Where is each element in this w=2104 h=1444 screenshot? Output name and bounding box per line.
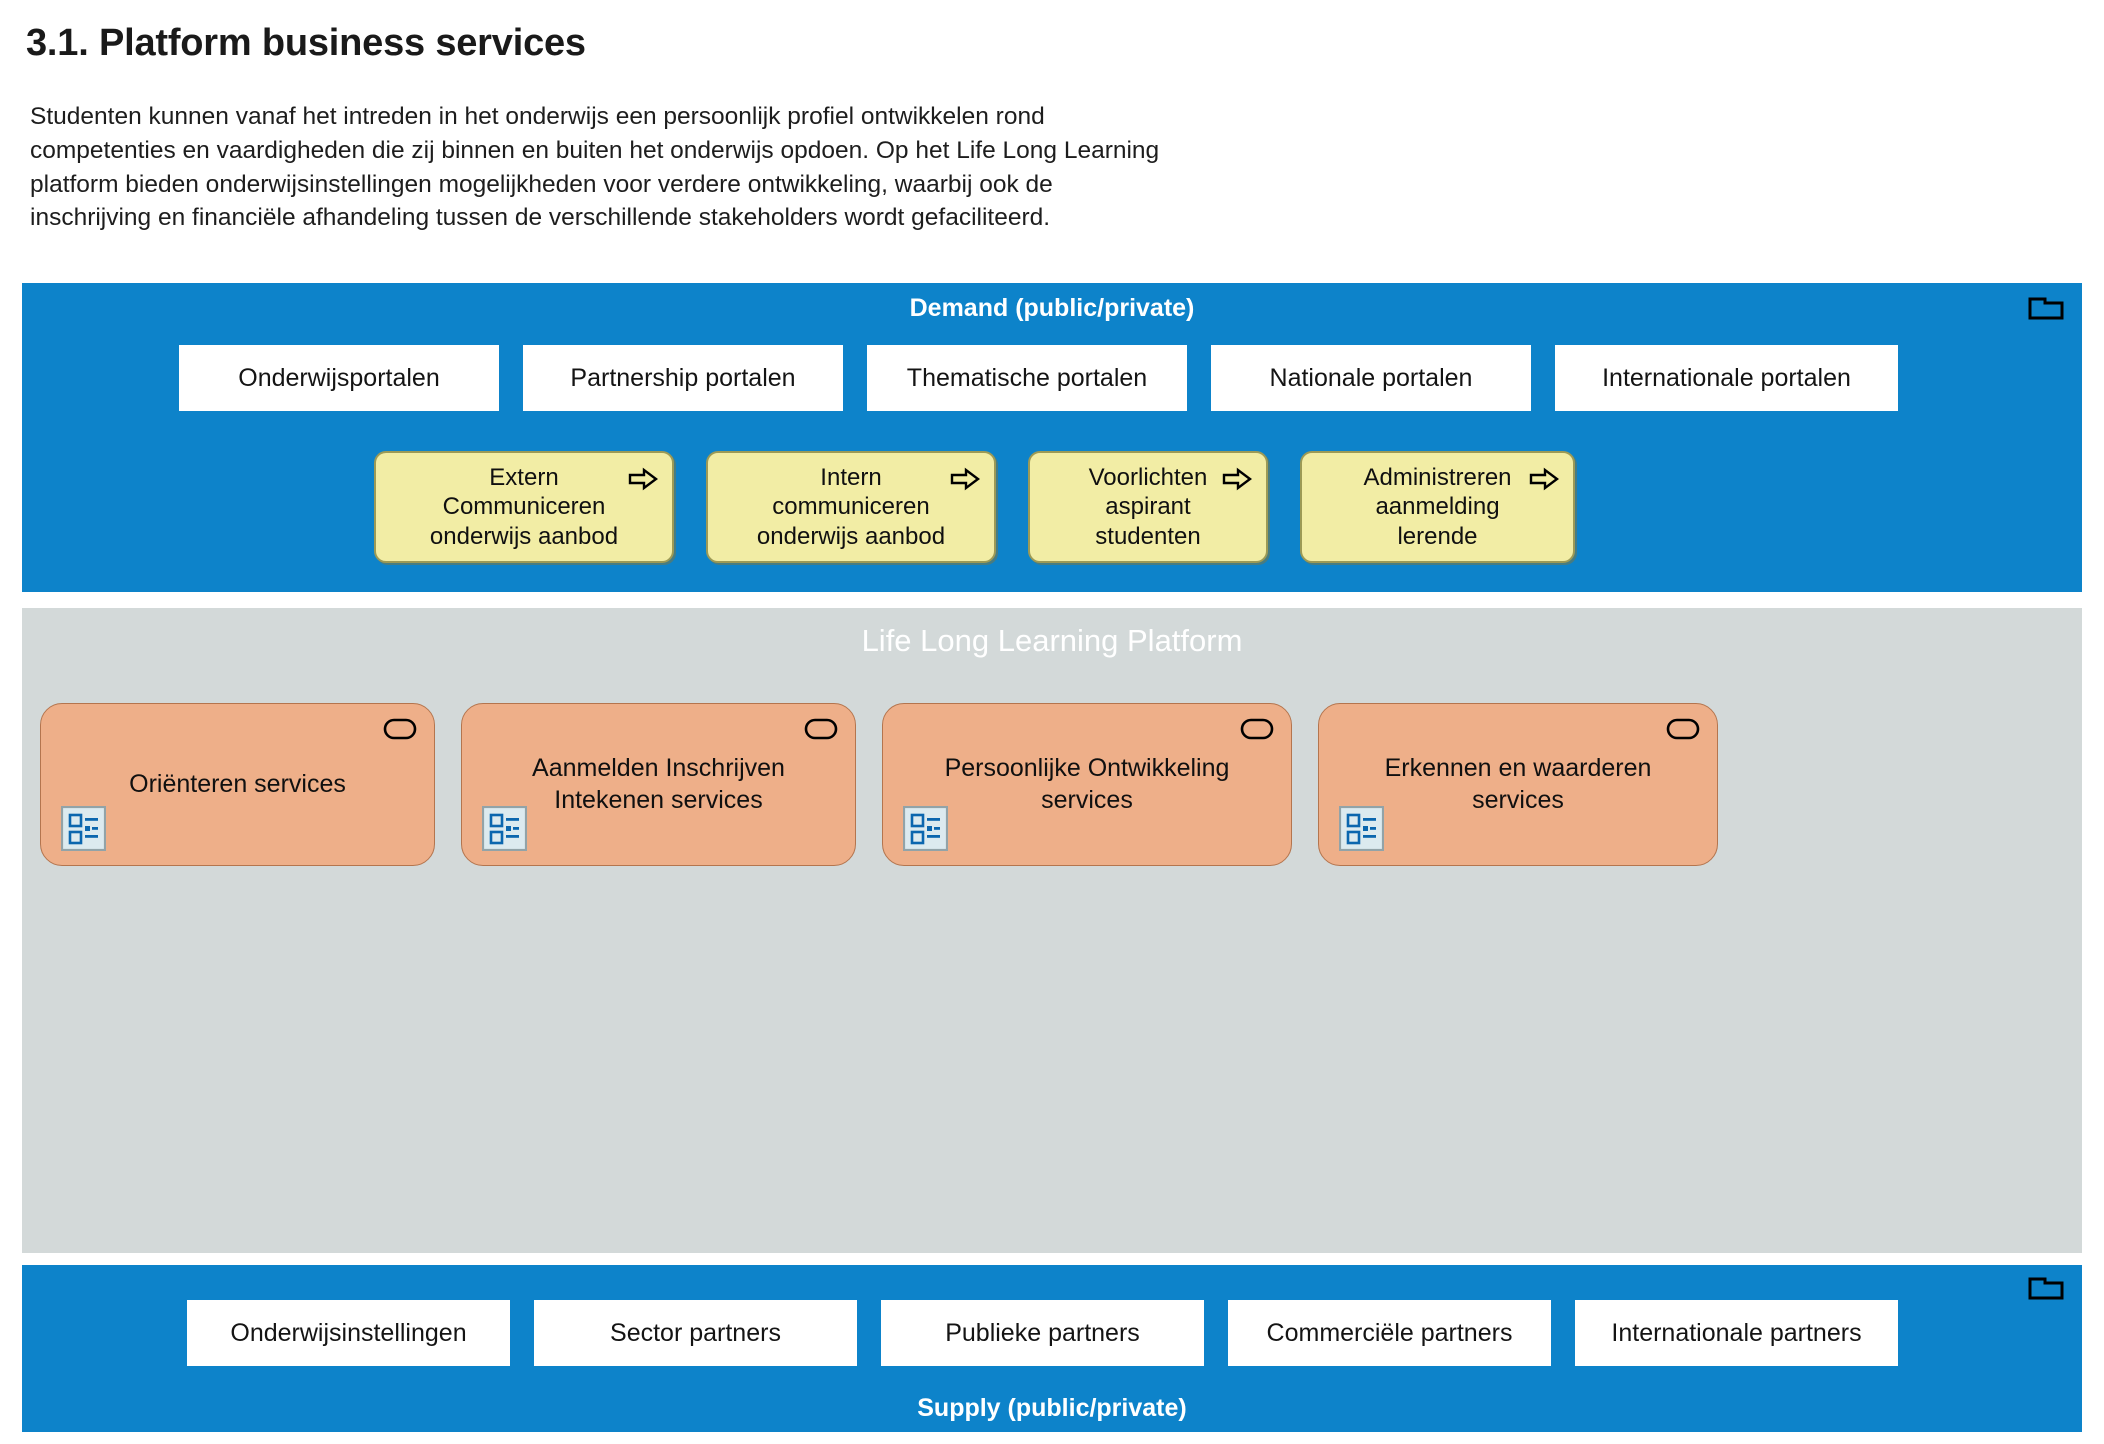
process-line: studenten bbox=[1095, 522, 1201, 550]
service-line: Aanmelden Inschrijven bbox=[532, 754, 785, 783]
service-line: services bbox=[1041, 785, 1133, 814]
process-line: Administreren bbox=[1363, 464, 1512, 492]
service-line: Intekenen services bbox=[554, 785, 763, 814]
process-box[interactable]: Administreren aanmelding lerende bbox=[1300, 451, 1575, 563]
platform-band: Life Long Learning Platform Oriënteren s… bbox=[22, 608, 2082, 1253]
process-box[interactable]: Voorlichten aspirant studenten bbox=[1028, 451, 1268, 563]
service-box[interactable]: Aanmelden Inschrijven Intekenen services bbox=[461, 703, 856, 866]
service-box[interactable]: Persoonlijke Ontwikkeling services bbox=[882, 703, 1292, 866]
process-line: aanmelding bbox=[1375, 493, 1500, 521]
portal-box[interactable]: Internationale portalen bbox=[1555, 345, 1898, 411]
demand-band: Demand (public/private) Onderwijsportale… bbox=[22, 283, 2082, 592]
partner-box[interactable]: Sector partners bbox=[534, 1300, 857, 1366]
service-badge-icon bbox=[1666, 718, 1700, 740]
portal-box[interactable]: Partnership portalen bbox=[523, 345, 843, 411]
service-badge-icon bbox=[383, 718, 417, 740]
service-box[interactable]: Erkennen en waarderen services bbox=[1318, 703, 1718, 866]
portal-box[interactable]: Nationale portalen bbox=[1211, 345, 1531, 411]
process-arrow-icon bbox=[1222, 467, 1252, 491]
catalog-icon bbox=[61, 806, 106, 851]
portal-box[interactable]: Thematische portalen bbox=[867, 345, 1187, 411]
partner-box[interactable]: Publieke partners bbox=[881, 1300, 1204, 1366]
partner-box[interactable]: Onderwijsinstellingen bbox=[187, 1300, 510, 1366]
partner-box[interactable]: Internationale partners bbox=[1575, 1300, 1898, 1366]
process-box[interactable]: Intern communiceren onderwijs aanbod bbox=[706, 451, 996, 563]
folder-icon[interactable] bbox=[2028, 1273, 2064, 1301]
service-badge-icon bbox=[1240, 718, 1274, 740]
service-line: Oriënteren services bbox=[129, 769, 346, 798]
catalog-icon bbox=[1339, 806, 1384, 851]
folder-icon[interactable] bbox=[2028, 293, 2064, 321]
portal-box[interactable]: Onderwijsportalen bbox=[179, 345, 499, 411]
supply-partner-row: Onderwijsinstellingen Sector partners Pu… bbox=[187, 1300, 1898, 1366]
platform-band-title: Life Long Learning Platform bbox=[861, 623, 1243, 658]
process-line: Voorlichten bbox=[1088, 464, 1208, 492]
process-line: Communiceren bbox=[442, 493, 606, 521]
demand-process-row: Extern Communiceren onderwijs aanbod Int… bbox=[374, 451, 1575, 563]
catalog-icon bbox=[903, 806, 948, 851]
demand-band-title: Demand (public/private) bbox=[909, 294, 1195, 322]
supply-band-title: Supply (public/private) bbox=[917, 1394, 1187, 1422]
service-box[interactable]: Oriënteren services bbox=[40, 703, 435, 866]
process-line: communiceren bbox=[772, 493, 930, 521]
process-line: onderwijs aanbod bbox=[756, 522, 946, 550]
process-arrow-icon bbox=[1529, 467, 1559, 491]
service-line: Persoonlijke Ontwikkeling bbox=[944, 754, 1230, 783]
catalog-icon bbox=[482, 806, 527, 851]
process-arrow-icon bbox=[950, 467, 980, 491]
process-line: lerende bbox=[1397, 522, 1478, 550]
process-box[interactable]: Extern Communiceren onderwijs aanbod bbox=[374, 451, 674, 563]
page-title: 3.1. Platform business services bbox=[26, 22, 586, 64]
process-line: onderwijs aanbod bbox=[429, 522, 619, 550]
process-line: aspirant bbox=[1105, 493, 1191, 521]
demand-portal-row: Onderwijsportalen Partnership portalen T… bbox=[179, 345, 1898, 411]
platform-service-row: Oriënteren services Aanmelden Ins bbox=[40, 703, 1718, 866]
intro-paragraph: Studenten kunnen vanaf het intreden in h… bbox=[30, 103, 1160, 232]
service-badge-icon bbox=[804, 718, 838, 740]
process-arrow-icon bbox=[628, 467, 658, 491]
process-line: Intern bbox=[820, 464, 882, 492]
service-line: Erkennen en waarderen services bbox=[1384, 754, 1652, 814]
partner-box[interactable]: Commerciële partners bbox=[1228, 1300, 1551, 1366]
supply-band: Supply (public/private) Onderwijsinstell… bbox=[22, 1265, 2082, 1432]
process-line: Extern bbox=[489, 464, 559, 492]
